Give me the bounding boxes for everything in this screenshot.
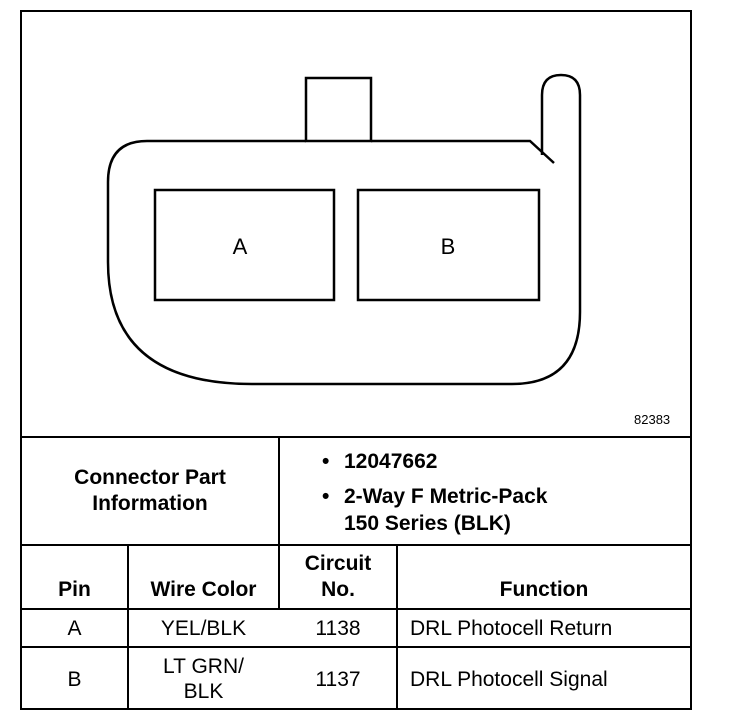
part-number: 12047662 [344, 450, 438, 473]
cavity-b-label: B [441, 234, 456, 259]
cavity-a-label: A [233, 234, 248, 259]
connector-lock-tab [304, 76, 373, 143]
connector-info-details: • 12047662 • 2-Way F Metric-Pack 150 Ser… [322, 448, 682, 537]
connector-diagram: A B 82383 [22, 12, 690, 436]
connector-info-title: Connector Part Information [22, 438, 278, 544]
connector-housing-top [371, 139, 555, 164]
divider-header [22, 608, 690, 610]
row-b-function: DRL Photocell Signal [410, 667, 608, 691]
header-circuit-line1: Circuit [304, 552, 372, 575]
divider-col-pin [127, 544, 129, 710]
row-b-wire-color-line2: BLK [183, 680, 224, 703]
divider-info-col [278, 436, 280, 610]
connector-desc-line1: 2-Way F Metric-Pack [344, 485, 548, 508]
row-a-pin: A [67, 616, 82, 640]
connector-housing [106, 139, 582, 386]
figure-number: 82383 [634, 412, 671, 427]
row-b-wire-color-line1: LT GRN/ [163, 655, 244, 678]
divider-diagram [22, 436, 690, 438]
divider-col-circuit [396, 544, 398, 710]
row-b-pin: B [67, 667, 82, 691]
connector-desc-item: • 2-Way F Metric-Pack 150 Series (BLK) [322, 483, 682, 537]
cavity-a [153, 188, 336, 302]
divider-info [22, 544, 690, 546]
row-a-circuit: 1138 [315, 616, 361, 640]
cavity-b [356, 188, 541, 302]
row-a-wire-color: YEL/BLK [160, 616, 247, 640]
part-number-item: • 12047662 [322, 448, 682, 475]
header-pin: Pin [58, 578, 91, 601]
connector-info-title-line1: Connector Part [74, 466, 226, 489]
row-b-wire-color: LT GRN/ BLK [129, 648, 278, 710]
connector-desc-line2: 150 Series (BLK) [344, 512, 511, 535]
connector-latch [540, 73, 582, 312]
header-function: Function [499, 578, 589, 601]
bullet-icon: • [322, 485, 330, 508]
connector-face-drawing: A B [106, 73, 582, 386]
bullet-icon: • [322, 450, 330, 473]
row-b-circuit: 1137 [315, 667, 361, 691]
row-a-function: DRL Photocell Return [410, 616, 613, 640]
header-wire-color: Wire Color [150, 578, 257, 601]
divider-row [22, 646, 690, 648]
header-circuit: Circuit No. [280, 546, 396, 608]
connector-sheet: A B 82383 Connector Part Information • 1… [20, 10, 692, 710]
connector-info-title-line2: Information [92, 492, 208, 515]
header-circuit-line2: No. [321, 578, 355, 601]
